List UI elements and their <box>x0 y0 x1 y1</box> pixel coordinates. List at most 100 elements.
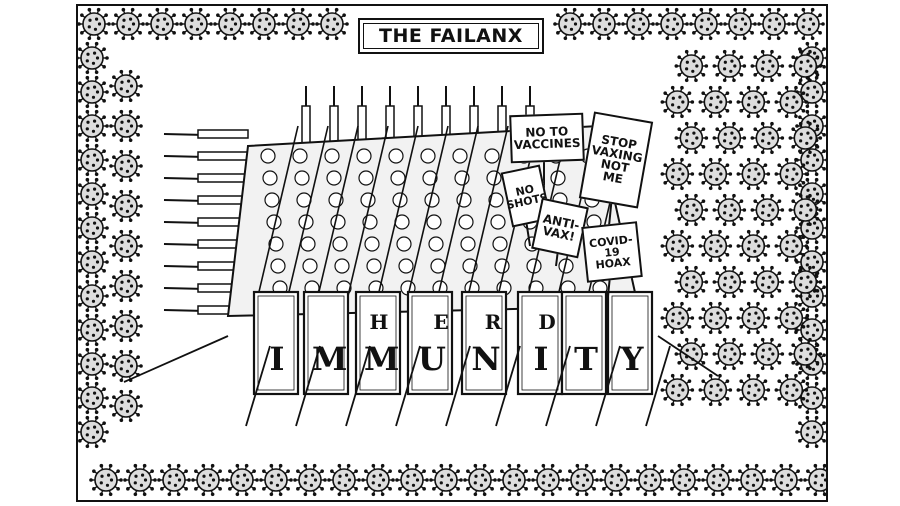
shield-inner <box>521 295 559 391</box>
virus-icon <box>78 279 109 313</box>
shield <box>406 290 454 396</box>
protest-sign-no-vaccines: NO TO VACCINES <box>509 112 585 164</box>
soldier-head <box>302 258 318 274</box>
virus-icon <box>293 463 327 497</box>
syringe-pike <box>347 125 389 297</box>
soldier-head <box>390 170 406 186</box>
syringe-needle <box>595 345 621 427</box>
cartoon-frame: THE FAILANX NO TO VACCINES STOP VAXING N… <box>76 4 828 502</box>
virus-icon <box>179 7 213 41</box>
virus-icon <box>788 121 823 155</box>
syringe-needle <box>445 345 471 427</box>
syringe-needle <box>657 335 719 377</box>
virus-icon <box>78 41 109 75</box>
soldier-head <box>422 170 438 186</box>
virus-icon <box>791 7 825 41</box>
virus-icon <box>497 463 531 497</box>
virus-icon <box>788 265 823 299</box>
virus-icon <box>145 7 179 41</box>
soldier-head <box>360 192 376 208</box>
virus-icon <box>395 463 429 497</box>
virus-icon <box>736 157 771 191</box>
virus-icon <box>429 463 463 497</box>
shield-letter-m2: M <box>364 340 400 378</box>
syringe-pike <box>317 125 359 297</box>
virus-icon <box>157 463 191 497</box>
virus-icon <box>750 49 785 83</box>
virus-icon <box>750 121 785 155</box>
virus-icon <box>327 463 361 497</box>
virus-icon <box>769 463 803 497</box>
shield <box>606 290 654 396</box>
virus-icon <box>109 109 143 143</box>
soldier-head <box>332 236 348 252</box>
shield <box>560 290 608 396</box>
virus-icon <box>795 415 826 449</box>
virus-icon <box>736 229 771 263</box>
shield-inner <box>359 295 397 391</box>
virus-icon <box>78 177 109 211</box>
shield-letter-n: N <box>471 340 501 378</box>
shield-letter-h: H <box>369 310 389 334</box>
virus-icon <box>78 347 109 381</box>
syringe-needle <box>295 345 321 427</box>
virus-icon <box>698 229 733 263</box>
virus-icon <box>674 337 709 371</box>
syringe-pike <box>407 125 449 297</box>
syringe-pike <box>467 125 509 297</box>
shield-letter-i1: I <box>269 340 285 378</box>
shield-inner <box>307 295 345 391</box>
syringe-needle <box>245 345 271 427</box>
virus-icon <box>109 229 143 263</box>
virus-icon <box>78 75 109 109</box>
shield-inner <box>257 295 295 391</box>
soldier-head <box>356 148 372 164</box>
virus-icon <box>750 337 785 371</box>
soldier-head <box>270 258 286 274</box>
soldier-head <box>484 148 500 164</box>
virus-icon <box>109 189 143 223</box>
soldier-head <box>388 148 404 164</box>
soldier-head <box>458 214 474 230</box>
shield-letter-y: Y <box>620 340 644 378</box>
soldier-head <box>300 236 316 252</box>
virus-icon <box>78 211 109 245</box>
virus-icon <box>788 193 823 227</box>
shield-letter-i2: I <box>533 340 549 378</box>
shield <box>354 290 402 396</box>
soldier-head <box>490 214 506 230</box>
virus-icon <box>89 463 123 497</box>
virus-icon <box>712 337 747 371</box>
virus-icon <box>774 85 809 119</box>
virus-icon <box>109 389 143 423</box>
shield <box>516 290 564 396</box>
virus-icon <box>109 349 143 383</box>
soldier-head <box>420 148 436 164</box>
soldier-head <box>330 214 346 230</box>
virus-icon <box>674 49 709 83</box>
syringe-barrel <box>197 151 249 161</box>
virus-icon <box>712 49 747 83</box>
soldier-head <box>426 214 442 230</box>
syringe-needle <box>345 345 371 427</box>
virus-icon <box>109 69 143 103</box>
cartoon-artwork <box>78 7 826 497</box>
virus-icon <box>259 463 293 497</box>
virus-icon <box>698 85 733 119</box>
cartoon-title: THE FAILANX <box>358 18 544 54</box>
virus-icon <box>78 7 111 41</box>
virus-icon <box>698 373 733 407</box>
virus-icon <box>735 463 769 497</box>
soldier-head <box>396 236 412 252</box>
virus-icon <box>553 7 587 41</box>
shield <box>252 290 300 396</box>
shield <box>460 290 508 396</box>
soldier-head <box>452 148 468 164</box>
virus-icon <box>788 337 823 371</box>
virus-icon <box>795 245 826 279</box>
soldier-head <box>326 170 342 186</box>
virus-icon <box>111 7 145 41</box>
virus-icon <box>701 463 735 497</box>
syringe-needle <box>545 345 571 427</box>
virus-icon <box>712 121 747 155</box>
